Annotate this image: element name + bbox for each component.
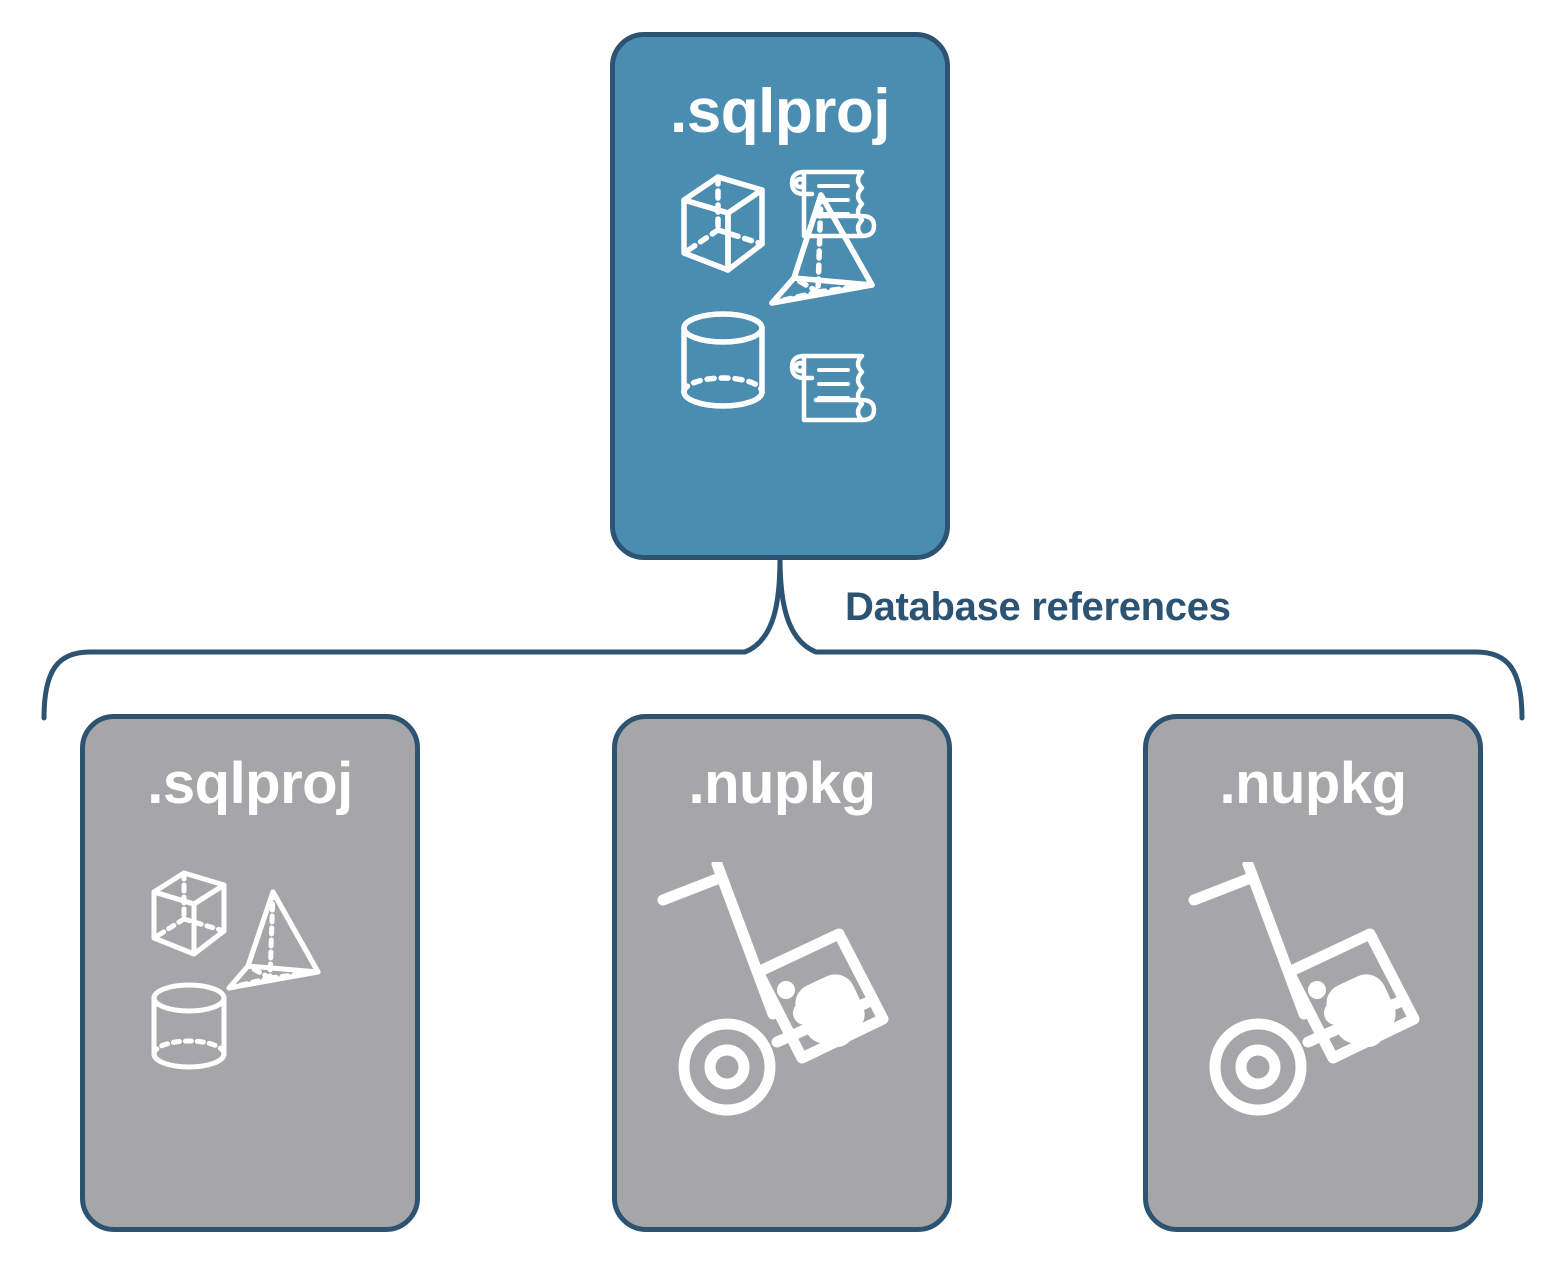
node-root-label: .sqlproj: [670, 77, 890, 146]
node-reference-nupkg-1[interactable]: .nupkg: [612, 714, 952, 1232]
node-reference-nupkg-1-label: .nupkg: [688, 751, 876, 816]
node-reference-sqlproj[interactable]: .sqlproj: [80, 714, 420, 1232]
connector-label-database-references: Database references: [845, 585, 1231, 629]
node-reference-sqlproj-label: .sqlproj: [147, 751, 353, 816]
database-references-brace: [0, 540, 1566, 730]
node-reference-nupkg-2-label: .nupkg: [1219, 751, 1407, 816]
node-root-sqlproj[interactable]: .sqlproj: [610, 32, 950, 560]
node-reference-nupkg-2[interactable]: .nupkg: [1143, 714, 1483, 1232]
